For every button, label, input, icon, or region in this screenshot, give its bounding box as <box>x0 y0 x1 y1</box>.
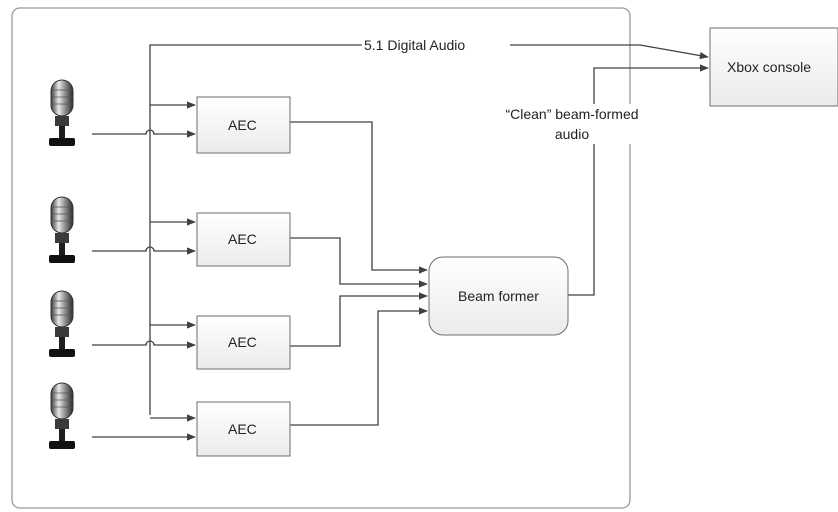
beam-former-to-xbox <box>568 64 709 296</box>
aec-block-3 <box>196 315 291 370</box>
aec-4-to-beam-former <box>290 307 428 426</box>
aec-block-4 <box>196 401 291 457</box>
aec-label-4: AEC <box>228 421 257 437</box>
aec-block-1 <box>196 96 291 154</box>
aec-3-to-beam-former <box>290 292 428 347</box>
beam-former-label: Beam former <box>458 288 539 304</box>
microphone-icon <box>49 196 75 263</box>
clean-audio-label: “Clean” beam-formed audio <box>492 104 652 144</box>
digital-audio-line-to-xbox <box>510 44 709 60</box>
xbox-console-label: Xbox console <box>727 59 812 75</box>
aec-label-3: AEC <box>228 334 257 350</box>
mic-feed-aec-2 <box>92 246 196 255</box>
aec-label-2: AEC <box>228 231 257 247</box>
microphone-icon <box>49 290 75 357</box>
microphone-icon <box>49 382 75 449</box>
microphone-icon <box>49 79 75 146</box>
xbox-console-block <box>709 27 838 107</box>
mic-feed-aec-3 <box>92 340 196 349</box>
beam-former-block <box>428 256 569 336</box>
aec-block-2 <box>196 212 291 267</box>
digital-audio-bus <box>149 44 362 415</box>
aec-1-to-beam-former <box>290 121 428 274</box>
aec-2-to-beam-former <box>290 237 428 288</box>
mic-feed-aec-1 <box>92 129 196 138</box>
aec-label-1: AEC <box>228 117 257 133</box>
device-panel <box>11 7 631 509</box>
digital-audio-label: 5.1 Digital Audio <box>364 37 466 53</box>
